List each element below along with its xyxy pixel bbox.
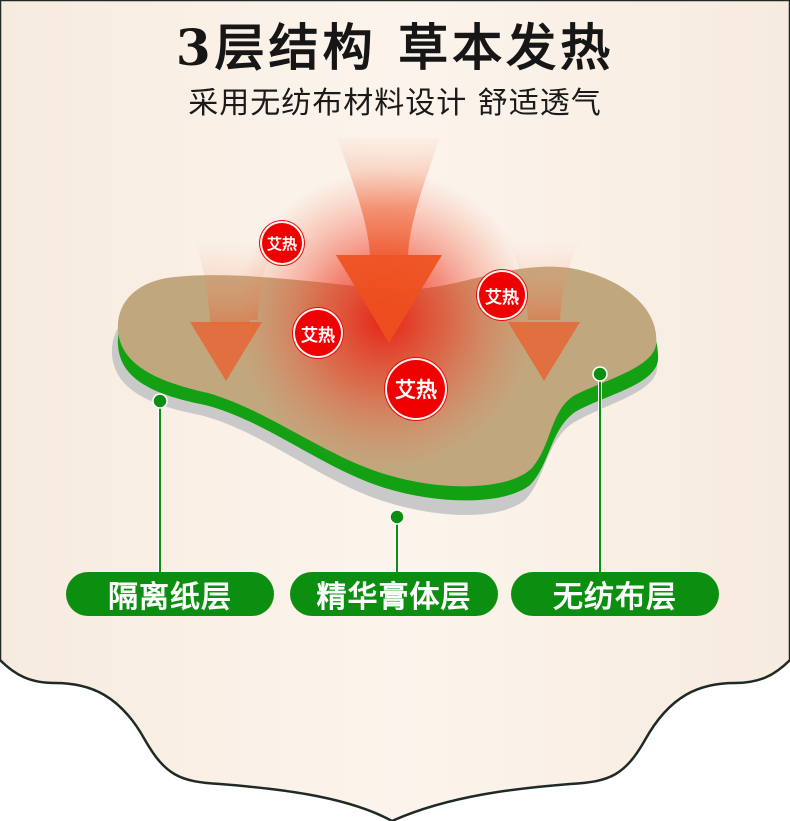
label-essence-paste-layer: 精华膏体层 bbox=[290, 572, 498, 616]
leader-line-essence-paste bbox=[389, 509, 405, 572]
page-subtitle: 采用无纺布材料设计 舒适透气 bbox=[188, 86, 602, 121]
heat-arrow-right bbox=[508, 240, 580, 381]
label-nonwoven-layer: 无纺布层 bbox=[511, 572, 719, 616]
page-title: 3层结构 草本发热 bbox=[175, 18, 615, 77]
heat-badge: 艾热 bbox=[262, 223, 302, 263]
leader-line-nonwoven bbox=[592, 366, 608, 572]
heat-badge: 艾热 bbox=[387, 360, 445, 418]
label-separator-paper-layer: 隔离纸层 bbox=[66, 572, 274, 616]
leader-line-separator-paper bbox=[152, 393, 168, 572]
heat-arrow-center bbox=[336, 138, 442, 343]
heat-badge: 艾热 bbox=[295, 310, 341, 356]
heat-badge: 艾热 bbox=[479, 272, 525, 318]
heat-arrow-left bbox=[190, 240, 275, 381]
